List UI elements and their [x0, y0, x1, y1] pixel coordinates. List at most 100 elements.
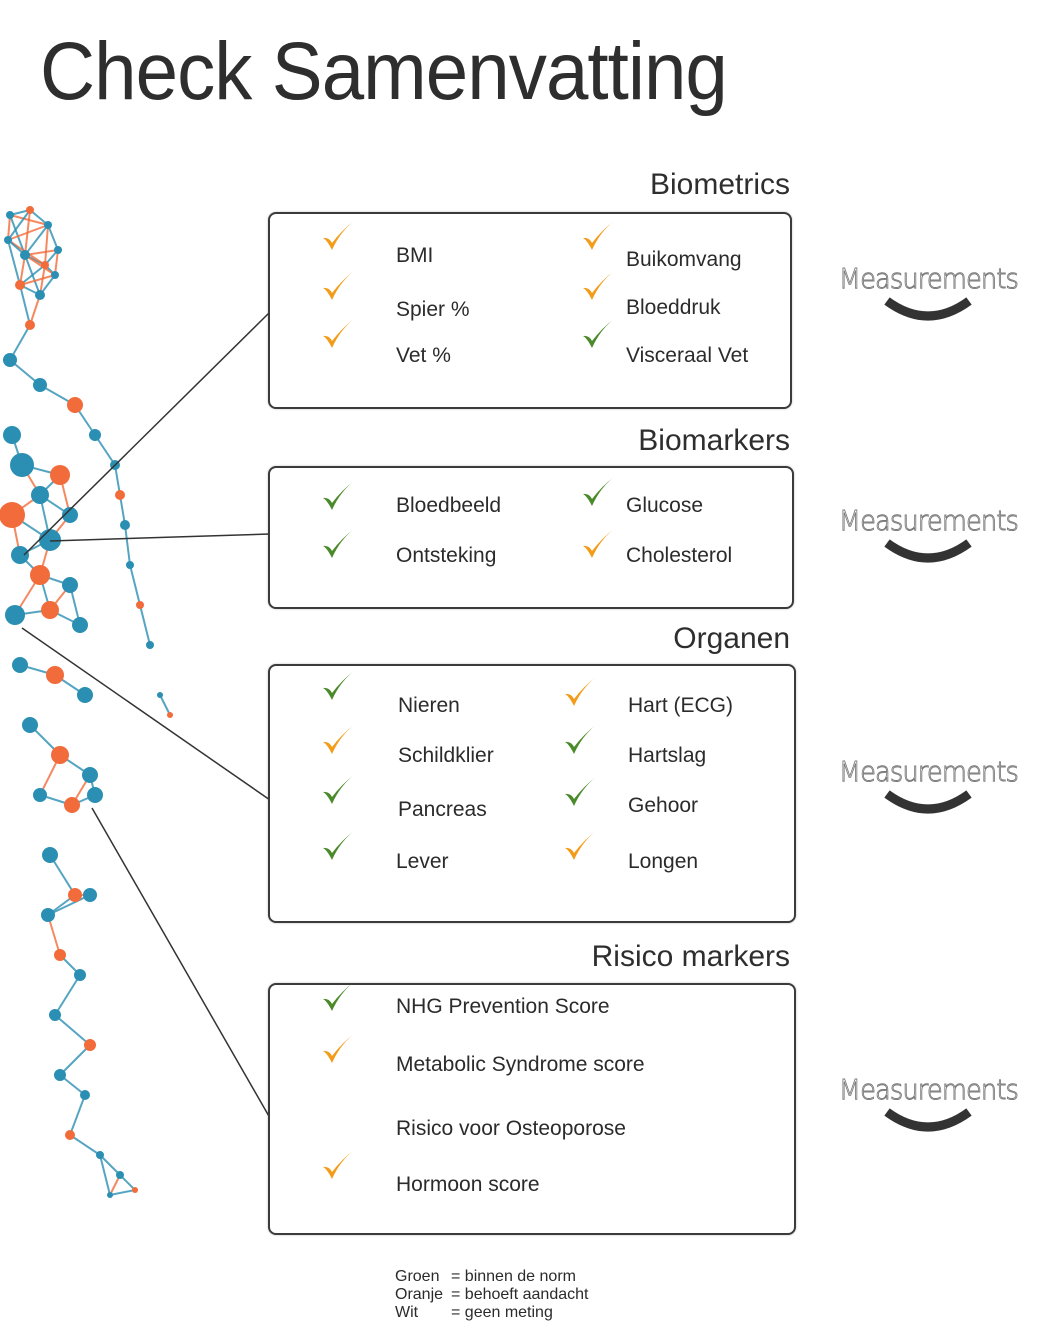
smile-arc-icon — [884, 539, 972, 563]
network-node — [77, 687, 93, 703]
network-node — [41, 261, 49, 269]
network-edge — [54, 249, 59, 276]
network-node — [82, 767, 98, 783]
network-node — [110, 460, 120, 470]
network-edge — [99, 1154, 111, 1196]
checkmark-orange — [323, 221, 354, 250]
network-node — [107, 1192, 113, 1198]
item-label: NHG Prevention Score — [396, 995, 610, 1018]
check-icon — [583, 529, 614, 558]
item-label: Visceraal Vet — [626, 344, 749, 367]
check-icon — [323, 982, 354, 1011]
network-edge — [124, 524, 131, 566]
check-icon — [583, 221, 614, 250]
network-node — [51, 746, 69, 764]
legend-key: Wit — [395, 1304, 419, 1321]
section-title-risico-markers: Risico markers — [591, 940, 790, 973]
item-label: Metabolic Syndrome score — [396, 1053, 645, 1076]
network-edge — [19, 274, 56, 286]
network-edge — [69, 1134, 101, 1156]
legend-key: Oranje — [395, 1286, 444, 1303]
network-node — [132, 1187, 138, 1193]
network-node — [3, 426, 21, 444]
network-node — [42, 847, 58, 863]
section-title-biometrics: Biometrics — [649, 168, 790, 201]
section-title-organen: Organen — [673, 622, 790, 655]
checkmark-orange — [323, 319, 354, 348]
network-node — [5, 605, 25, 625]
check-icon — [565, 777, 596, 806]
network-node — [33, 378, 47, 392]
check-icon — [565, 725, 596, 754]
check-icon — [323, 1034, 354, 1063]
item-label: Pancreas — [398, 798, 487, 821]
network-node — [3, 353, 17, 367]
network-edge — [44, 224, 49, 266]
network-node — [4, 236, 12, 244]
checkmark-orange — [583, 529, 614, 558]
network-edge — [99, 1154, 121, 1176]
network-edge — [109, 1189, 136, 1196]
check-icon — [565, 677, 596, 706]
check-icon — [323, 271, 354, 300]
item-label: Buikomvang — [626, 248, 742, 271]
network-node — [15, 280, 25, 290]
checkmark-orange — [583, 271, 614, 300]
network-node — [62, 507, 78, 523]
item-label: Longen — [628, 850, 699, 873]
smile-arc-icon — [884, 297, 972, 321]
measurements-text: Measurements — [838, 1073, 1019, 1107]
network-edge — [39, 264, 46, 296]
network-edge — [54, 974, 81, 1016]
network-edge — [24, 254, 56, 276]
network-node — [25, 320, 35, 330]
checkmark-orange — [323, 271, 354, 300]
network-node — [20, 250, 30, 260]
network-edge — [139, 604, 151, 646]
checkmark-orange — [583, 221, 614, 250]
legend-row-wit: Wit = geen meting — [395, 1304, 588, 1322]
item-label: Hormoon score — [396, 1173, 540, 1196]
check-icon — [583, 477, 614, 506]
legend-key: Groen — [395, 1268, 440, 1285]
checkmark-green — [323, 982, 354, 1011]
checkmark-orange — [323, 1034, 354, 1063]
network-node — [6, 211, 14, 219]
item-label: Hart (ECG) — [628, 694, 733, 717]
checkmark-green — [323, 529, 354, 558]
network-node — [84, 1039, 96, 1051]
check-icon — [323, 725, 354, 754]
check-icon — [565, 831, 596, 860]
network-node — [46, 666, 64, 684]
item-label: Nieren — [398, 694, 460, 717]
risico-markers-box: NHG Prevention Score Metabolic Syndrome … — [268, 982, 796, 1235]
checkmark-orange — [323, 1150, 354, 1179]
check-icon — [323, 221, 354, 250]
no-measurement-placeholder — [318, 1093, 358, 1133]
network-node — [22, 717, 38, 733]
network-node — [0, 502, 25, 528]
checkmark-green — [565, 777, 596, 806]
check-icon — [583, 271, 614, 300]
network-edge — [7, 239, 21, 286]
legend-row-groen: Groen = binnen de norm — [395, 1268, 588, 1286]
network-node — [67, 397, 83, 413]
item-label: Cholesterol — [626, 544, 733, 567]
measurements-text: Measurements — [838, 504, 1019, 538]
network-node — [33, 788, 47, 802]
check-icon — [323, 481, 354, 510]
network-node — [51, 271, 59, 279]
biometrics-box: BMI Spier % Vet % Buikomvang Bloeddruk V… — [268, 212, 792, 409]
network-edge — [24, 224, 49, 256]
network-edge — [69, 1094, 86, 1136]
network-edge — [129, 564, 141, 606]
legend-row-oranje: Oranje = behoeft aandacht — [395, 1286, 588, 1304]
network-node — [41, 601, 59, 619]
legend-value: = binnen de norm — [451, 1268, 576, 1285]
item-label: Bloedbeeld — [396, 494, 502, 517]
network-edge — [54, 1014, 91, 1046]
measurements-badge: Measurements — [828, 1073, 1028, 1136]
network-node — [26, 206, 34, 214]
network-node — [167, 712, 173, 718]
item-label: Hartslag — [628, 744, 707, 767]
